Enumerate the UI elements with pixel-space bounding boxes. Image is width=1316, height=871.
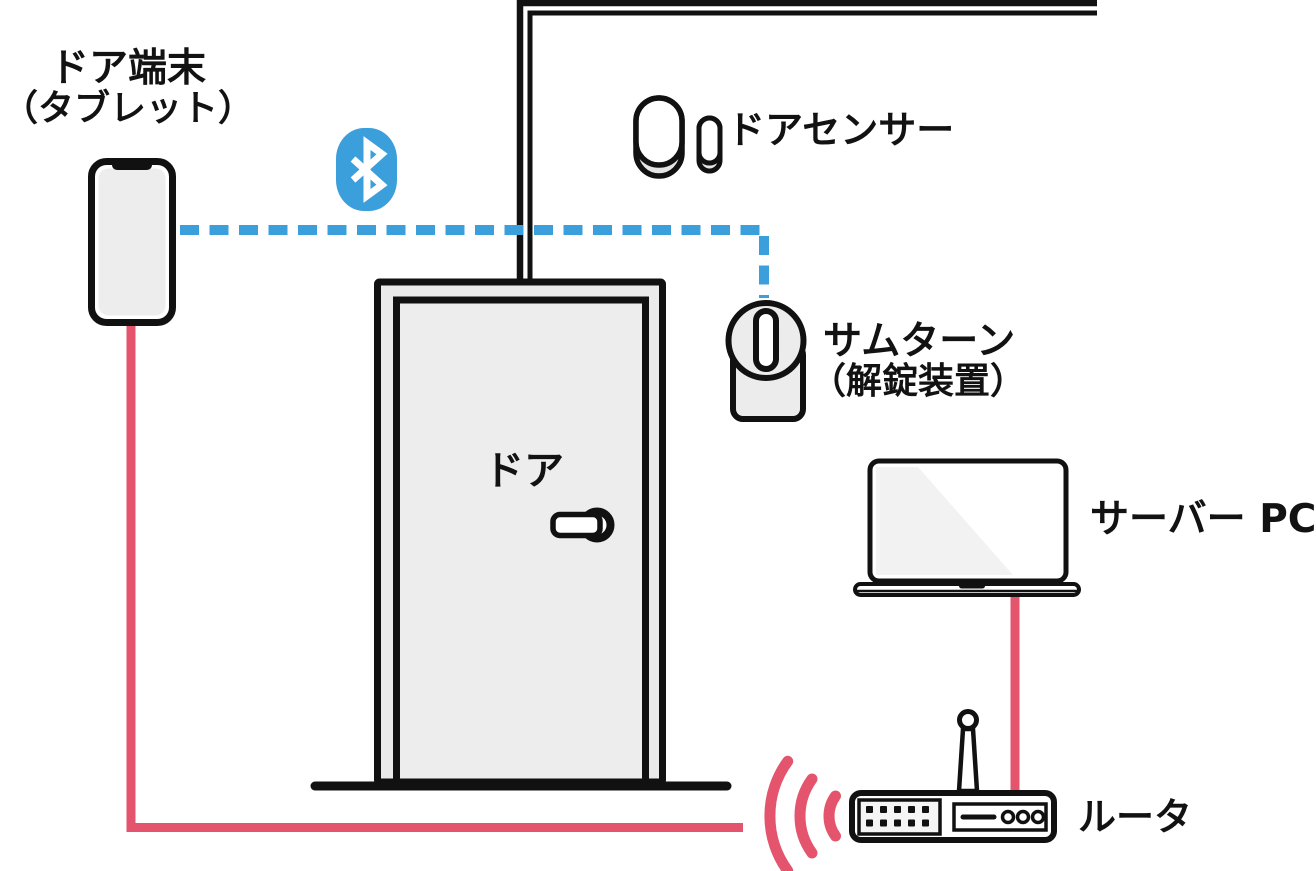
door-handle-icon [550, 507, 615, 543]
wall-lines [516, 0, 1097, 292]
door-terminal-label-line2: （タブレット） [1, 88, 254, 130]
thumbturn-icon [725, 300, 807, 422]
door-terminal-label: ドア端末 （タブレット） [0, 46, 256, 130]
door-terminal-label-line1: ドア端末 [49, 46, 206, 91]
router-label: ルータ [1078, 795, 1193, 839]
door-sensor-icon [633, 95, 723, 179]
thumbturn-label-line2: （解錠装置） [810, 361, 1027, 403]
server-pc-label: サーバー PC [1090, 497, 1316, 542]
router-status-lights [1000, 809, 1046, 825]
smartphone-tablet-icon [88, 158, 176, 326]
thumbturn-label: サムターン （解錠装置） [810, 319, 1027, 403]
router-vent-dots [866, 806, 929, 827]
thumbturn-label-line1: サムターン [823, 319, 1016, 364]
router-status-panel [952, 802, 1048, 832]
router-icon [849, 709, 1057, 843]
phone-notch [112, 159, 152, 170]
wired-connection-tablet-router [126, 322, 743, 832]
door-sensor-label: ドアセンサー [727, 108, 955, 152]
bluetooth-icon [336, 128, 397, 211]
router-antenna [956, 726, 980, 794]
screen-reflection [876, 467, 1013, 575]
bluetooth-connection-line [180, 225, 769, 298]
laptop-icon [853, 458, 1081, 597]
wifi-waves-icon [764, 755, 841, 871]
door-label: ドア [484, 448, 564, 494]
router-vent-panel [857, 798, 942, 836]
door-icon [310, 278, 732, 791]
